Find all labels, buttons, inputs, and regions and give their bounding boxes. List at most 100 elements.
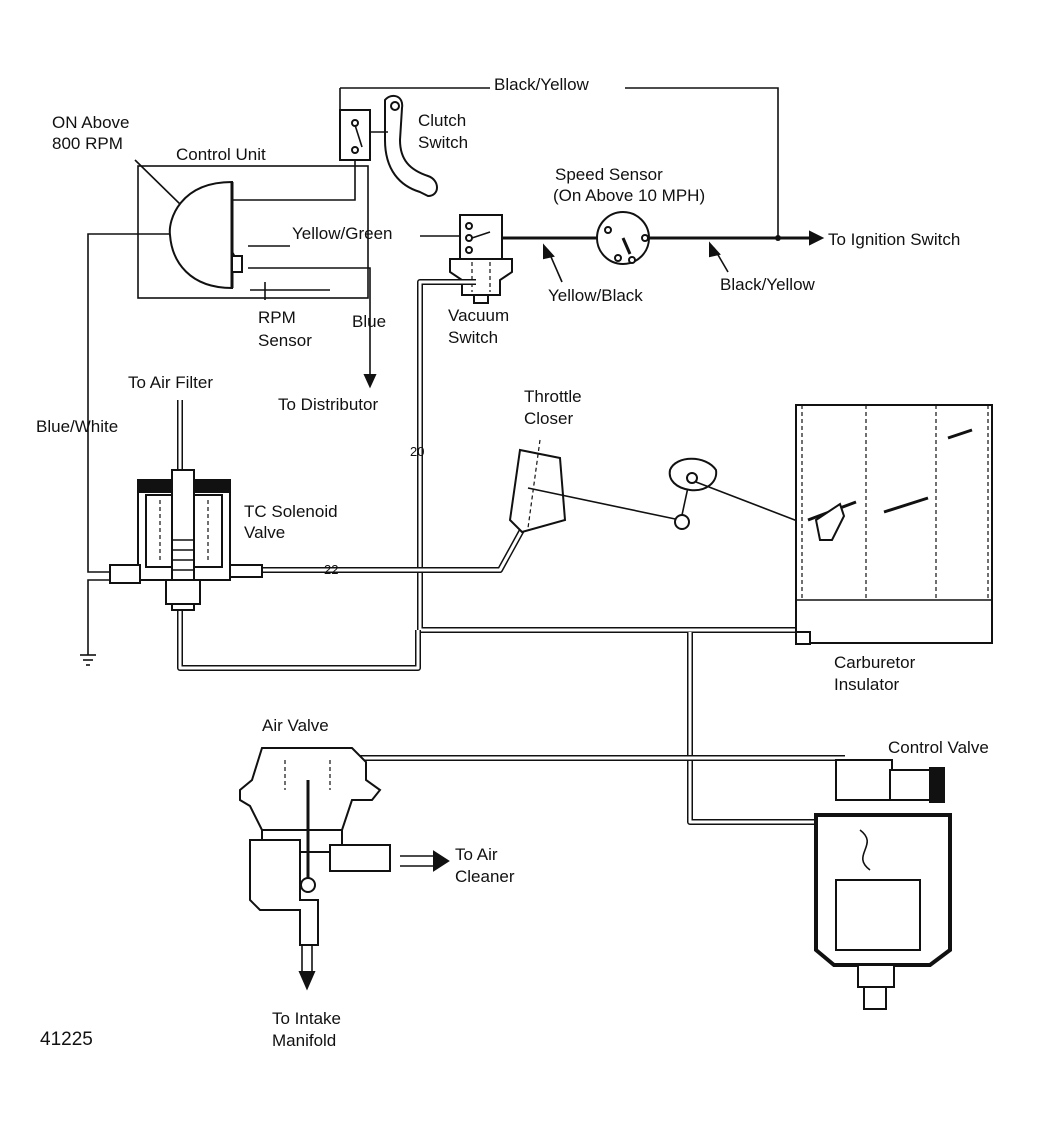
vs-pin-2 xyxy=(465,234,473,242)
clutch-contact-2 xyxy=(351,146,359,154)
vacuum-switch-body xyxy=(449,258,513,296)
control-valve-spring xyxy=(859,829,871,871)
ss-dot-2 xyxy=(641,234,649,242)
splice-dot xyxy=(775,235,781,241)
label-blue: Blue xyxy=(352,312,386,331)
hose-22 xyxy=(260,528,525,573)
control-valve-nipple xyxy=(863,986,887,1010)
hose-carb-control-inner xyxy=(688,632,838,824)
label-clutch-switch: Switch xyxy=(418,133,468,152)
clutch-switch xyxy=(339,94,438,198)
label-to-distributor: To Distributor xyxy=(278,395,378,414)
vs-pin-3 xyxy=(465,246,473,254)
ss-dot-3 xyxy=(614,254,622,262)
control-unit xyxy=(137,165,369,299)
control-valve-port xyxy=(929,767,945,803)
hose-solenoid-bottom xyxy=(177,610,421,671)
clutch-switch-body xyxy=(339,109,371,161)
clutch-pedal xyxy=(384,94,438,198)
carburetor xyxy=(795,404,993,645)
label-speed-sensor: Speed Sensor xyxy=(555,165,663,184)
label-control-unit: Control Unit xyxy=(176,145,266,164)
label-closer: Closer xyxy=(524,409,573,428)
figure-number: 41225 xyxy=(40,1029,93,1050)
wire-black-yellow-top-right xyxy=(625,87,779,240)
label-blue-white: Blue/White xyxy=(36,417,118,436)
hose-20-inner xyxy=(418,280,800,632)
air-valve-poppet xyxy=(300,877,316,893)
hose-22-inner xyxy=(260,529,524,572)
vs-pin-1 xyxy=(465,222,473,230)
speed-sensor-needle xyxy=(621,237,632,255)
label-to-intake: To Intake xyxy=(272,1009,341,1028)
throttle-cam-pivot xyxy=(686,472,698,484)
solenoid-port-right xyxy=(229,564,263,578)
carb-throttle-plate-2 xyxy=(883,496,929,514)
label-on-above: ON Above xyxy=(52,113,130,132)
throttle-closer-rod xyxy=(527,439,541,529)
leader-black-yellow-right-tip xyxy=(709,241,721,258)
air-valve-outlet xyxy=(329,844,391,872)
hose-solenoid-bottom-inner xyxy=(178,610,420,670)
arrow-to-distributor xyxy=(363,374,377,389)
label-800-rpm: 800 RPM xyxy=(52,134,123,153)
label-black-yellow-top: Black/Yellow xyxy=(494,75,590,94)
label-manifold: Manifold xyxy=(272,1031,336,1050)
vacuum-switch-nipple xyxy=(473,294,489,304)
ss-dot-4 xyxy=(628,256,636,264)
arrow-to-ignition xyxy=(809,230,825,246)
solenoid-connector xyxy=(109,564,141,584)
arrow-to-intake xyxy=(298,971,316,991)
label-sensor: Sensor xyxy=(258,331,312,350)
wire-blue xyxy=(248,267,371,380)
ss-dot-1 xyxy=(604,226,612,234)
carb-port xyxy=(795,631,811,645)
vs-blade xyxy=(471,231,491,239)
air-valve-lower xyxy=(249,839,319,946)
control-unit-terminal xyxy=(231,255,243,273)
control-unit-box xyxy=(137,165,369,299)
label-yellow-black: Yellow/Black xyxy=(548,286,643,305)
label-carburetor: Carburetor xyxy=(834,653,916,672)
label-hose-22: 22 xyxy=(324,562,338,577)
label-insulator: Insulator xyxy=(834,675,900,694)
label-to-ignition: To Ignition Switch xyxy=(828,230,960,249)
speed-sensor xyxy=(596,211,650,265)
label-valve: Valve xyxy=(244,523,285,542)
vacuum-hoses xyxy=(177,279,845,825)
label-vacuum-switch: Switch xyxy=(448,328,498,347)
tc-solenoid-valve xyxy=(109,469,263,611)
label-clutch: Clutch xyxy=(418,111,466,130)
air-valve-diaphragm xyxy=(239,747,382,831)
control-valve-top xyxy=(835,759,893,801)
control-valve-neck xyxy=(857,964,895,988)
vacuum-switch xyxy=(449,214,513,304)
label-rpm: RPM xyxy=(258,308,296,327)
throttle-closer-body xyxy=(508,448,567,534)
solenoid-lower-body xyxy=(165,579,201,605)
link-pivot-lower xyxy=(674,514,690,530)
hose-carb-control xyxy=(687,632,838,825)
label-black-yellow-right: Black/Yellow xyxy=(720,275,816,294)
arrow-to-air-cleaner xyxy=(433,850,450,872)
label-on-above-10: (On Above 10 MPH) xyxy=(553,186,705,205)
label-throttle: Throttle xyxy=(524,387,582,406)
label-vacuum: Vacuum xyxy=(448,306,509,325)
wire-ground xyxy=(87,579,115,655)
label-air-valve: Air Valve xyxy=(262,716,329,735)
clutch-contact-blade xyxy=(354,124,363,148)
control-valve xyxy=(814,759,952,1010)
air-valve xyxy=(239,747,450,991)
clutch-pedal-pivot xyxy=(390,101,400,111)
label-tc-solenoid: TC Solenoid xyxy=(244,502,338,521)
label-hose-20: 20 xyxy=(410,444,424,459)
solenoid-spring xyxy=(172,539,194,571)
carb-lever xyxy=(814,502,846,541)
throttle-link-rod xyxy=(527,487,681,521)
label-yellow-green: Yellow/Green xyxy=(292,224,393,243)
control-unit-dome xyxy=(168,180,233,290)
label-cleaner: Cleaner xyxy=(455,867,515,886)
control-valve-element xyxy=(835,879,921,951)
